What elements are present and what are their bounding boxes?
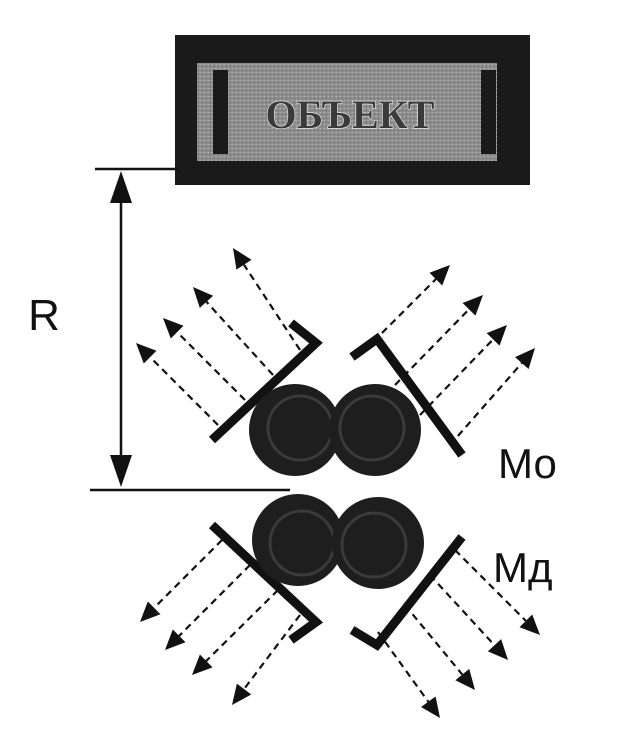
- lower-right-ray-1-arrowhead: [519, 614, 540, 635]
- lower-right-ray-4-line: [377, 631, 430, 703]
- upper-module-label: Мо: [498, 440, 557, 487]
- upper-right-ray-4-line: [449, 362, 523, 446]
- object-block: ОБЪЕКТ: [175, 35, 530, 185]
- upper-right-ray-2-line: [394, 308, 470, 386]
- lower-right-ray-2-arrowhead: [487, 639, 508, 660]
- lower-left-ray-2-arrowhead: [165, 629, 186, 650]
- upper-left-ray-3-line: [205, 301, 274, 376]
- lower-left-ray-2-line: [178, 564, 251, 637]
- lower-left-ray-1-arrowhead: [140, 601, 161, 622]
- upper-rays: [136, 248, 535, 446]
- lower-right-ray-4-arrowhead: [421, 696, 440, 718]
- upper-left-ray-2-line: [176, 331, 246, 401]
- lower-left-reflector: [208, 521, 324, 644]
- lower-module: Мд: [140, 494, 553, 718]
- upper-left-ray-4-arrowhead: [233, 248, 252, 270]
- lower-left-ray-4-line: [243, 614, 301, 690]
- lower-left-ray-1-line: [153, 539, 223, 609]
- lower-left-ray-4-arrowhead: [232, 683, 252, 705]
- lower-right-ray-3-arrowhead: [455, 668, 475, 690]
- lower-module-label: Мд: [493, 544, 553, 591]
- upper-left-ray-1-line: [149, 356, 219, 426]
- lower-right-reflector: [349, 534, 466, 651]
- lower-right-ray-3-line: [404, 604, 464, 676]
- lower-right-lens: [332, 497, 424, 589]
- object-label: ОБЪЕКТ: [265, 92, 434, 137]
- lower-rays: [140, 539, 540, 718]
- upper-left-ray-2-arrowhead: [163, 318, 184, 339]
- dimension-arrow-up: [110, 171, 132, 203]
- upper-left-reflector: [208, 319, 323, 444]
- upper-right-ray-3-line: [419, 338, 494, 416]
- upper-right-ray-3-arrowhead: [486, 325, 507, 346]
- upper-module: Мо: [136, 248, 557, 487]
- upper-right-ray-2-arrowhead: [462, 295, 483, 316]
- lower-left-lens: [252, 494, 344, 586]
- lower-right-ray-2-line: [429, 574, 496, 647]
- upper-right-ray-1-arrowhead: [429, 265, 450, 286]
- object-left-bar: [213, 70, 228, 154]
- upper-right-lens-ring: [338, 394, 406, 462]
- object-right-bar: [481, 70, 496, 154]
- upper-left-ray-1-arrowhead: [136, 343, 157, 364]
- upper-right-ray-1-line: [364, 278, 437, 351]
- distance-dimension: R: [28, 167, 290, 492]
- lower-left-ray-3-arrowhead: [192, 654, 213, 675]
- dimension-arrow-down: [110, 455, 132, 487]
- upper-right-lens: [329, 384, 421, 476]
- distance-label: R: [28, 291, 60, 340]
- upper-left-ray-4-line: [243, 264, 301, 351]
- upper-left-ray-3-arrowhead: [193, 287, 214, 308]
- lower-left-ray-3-line: [205, 589, 279, 662]
- lower-right-ray-1-line: [454, 549, 527, 622]
- object-inner-panel: [197, 63, 497, 161]
- lower-right-lens-ring: [340, 511, 408, 579]
- upper-right-ray-4-arrowhead: [515, 348, 535, 369]
